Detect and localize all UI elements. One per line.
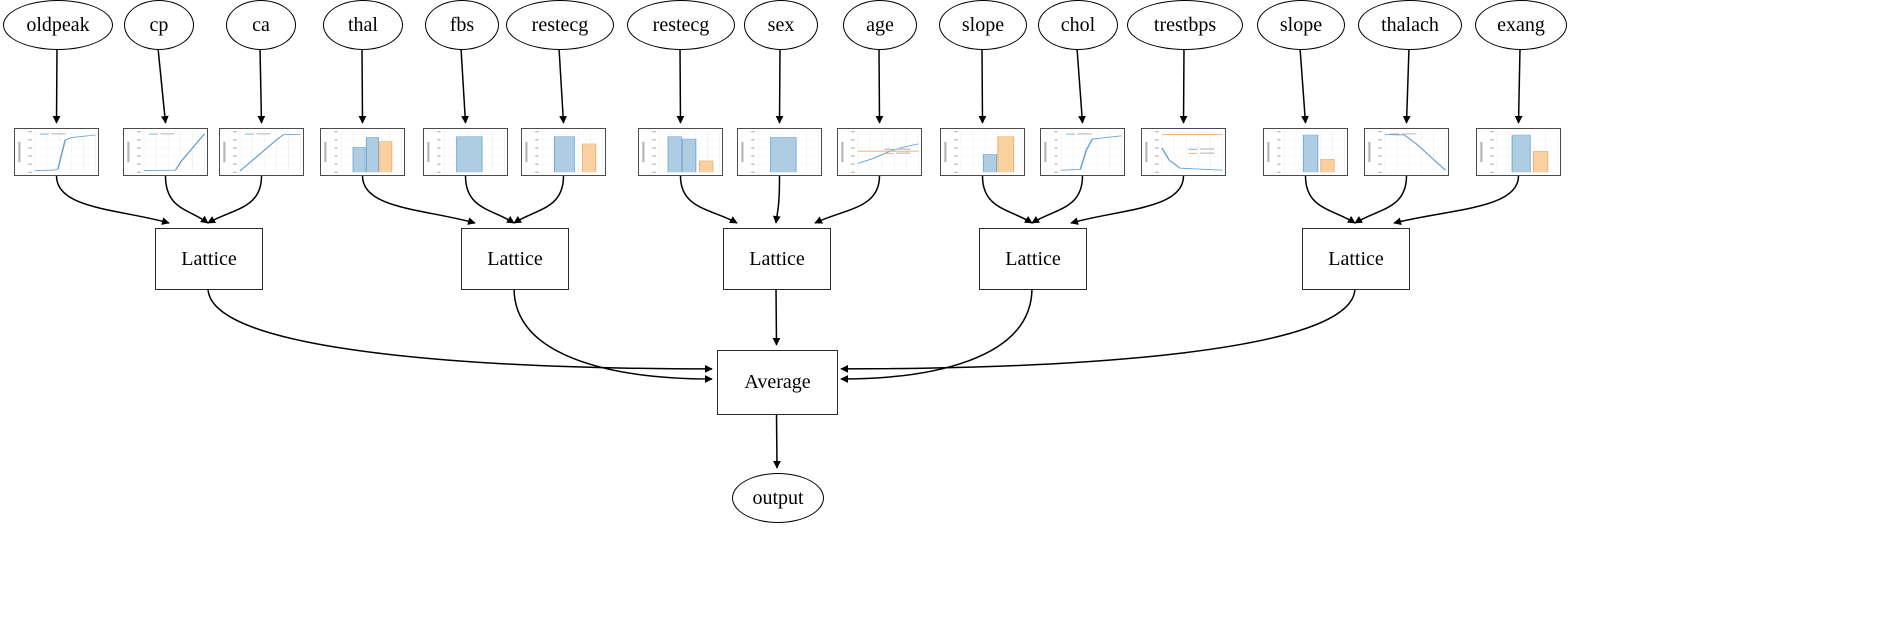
average-node-label: Average [744,371,811,393]
edge-oldpeak-to-plot-oldpeak [52,47,61,124]
feature-node-label: ca [252,13,270,36]
feature-node-label: chol [1060,13,1096,36]
calibrator-plot-chol [1040,128,1125,176]
feature-node-slope1[interactable]: slope [939,0,1027,50]
feature-node-ca[interactable]: ca [226,0,296,50]
lattice-node-label: Lattice [487,247,543,270]
lattice-node-2[interactable]: Lattice [461,228,569,290]
feature-node-label: trestbps [1153,13,1217,36]
edge-plot-slope1-to-lattice-4 [981,175,1033,224]
calibrator-plot-ca [219,128,304,176]
lattice-node-label: Lattice [181,247,237,270]
edge-plot-exang-to-lattice-5 [1393,175,1520,226]
lattice-node-3[interactable]: Lattice [723,228,831,290]
edge-restecg2-to-plot-restecg2 [676,47,685,124]
feature-node-label: fbs [449,13,475,36]
edge-plot-trestbps-to-lattice-4 [1070,175,1185,225]
calibrator-plot-thal [320,128,405,176]
calibrator-plot-slope [940,128,1025,176]
feature-node-restecg1[interactable]: restecg [506,0,614,50]
edge-plot-slope2-to-lattice-5 [1304,175,1356,224]
edge-average-to-output [773,412,781,469]
edge-plot-restecg1-to-lattice-2 [513,175,565,224]
edge-cp-to-plot-cp [157,47,169,124]
feature-node-label: age [866,13,894,36]
edge-plot-fbs-to-lattice-2 [464,175,515,224]
edge-lattice-2-to-average [513,287,713,383]
edge-plot-restecg2-to-lattice-3 [679,175,738,224]
calibrator-plot-restecg [638,128,723,176]
edge-age-to-plot-age [875,47,884,124]
lattice-node-4[interactable]: Lattice [979,228,1087,290]
calibrator-plot-oldpeak [14,128,99,176]
feature-node-label: slope [1279,13,1323,36]
edge-restecg1-to-plot-restecg1 [558,47,567,124]
edge-lattice-4-to-average [840,287,1033,383]
calibrator-plot-slope [1263,128,1348,176]
calibrator-plot-sex [737,128,822,176]
calibrator-plot-restecg [521,128,606,176]
feature-node-label: thal [348,13,378,36]
edge-sex-to-plot-sex [775,47,784,124]
output-node-label: output [752,486,804,509]
calibrator-plot-trestbps [1141,128,1226,176]
output-node[interactable]: output [732,473,824,523]
edge-slope1-to-plot-slope1 [978,47,987,124]
feature-node-cp[interactable]: cp [124,0,194,50]
feature-node-label: thalach [1381,13,1439,36]
feature-node-exang[interactable]: exang [1475,0,1567,50]
edge-trestbps-to-plot-trestbps [1179,47,1188,124]
edge-exang-to-plot-exang [1514,47,1523,124]
edge-slope2-to-plot-slope2 [1299,47,1309,124]
edge-plot-sex-to-lattice-3 [772,175,781,224]
calibrator-plot-age [837,128,922,176]
edge-ca-to-plot-ca [257,47,266,124]
lattice-node-5[interactable]: Lattice [1302,228,1410,290]
feature-node-chol[interactable]: chol [1038,0,1118,50]
edge-thalach-to-plot-thalach [1402,47,1411,124]
feature-node-label: sex [767,13,795,36]
feature-node-thal[interactable]: thal [323,0,403,50]
feature-node-fbs[interactable]: fbs [425,0,499,50]
feature-node-restecg2[interactable]: restecg [627,0,735,50]
lattice-node-label: Lattice [1005,247,1061,270]
feature-node-thalach[interactable]: thalach [1358,0,1462,50]
edge-chol-to-plot-chol [1076,47,1086,124]
feature-node-oldpeak[interactable]: oldpeak [3,0,113,50]
edge-lattice-3-to-average [772,287,781,346]
feature-node-label: restecg [652,13,710,36]
edge-plot-ca-to-lattice-1 [207,175,263,224]
edge-plot-chol-to-lattice-4 [1031,175,1084,224]
edge-thal-to-plot-thal [358,47,367,124]
edge-plot-thalach-to-lattice-5 [1354,175,1408,224]
lattice-node-label: Lattice [749,247,805,270]
feature-node-sex[interactable]: sex [744,0,818,50]
feature-node-age[interactable]: age [843,0,917,50]
edge-fbs-to-plot-fbs [460,47,469,124]
calibrator-plot-cp [123,128,208,176]
feature-node-trestbps[interactable]: trestbps [1127,0,1243,50]
edge-plot-thal-to-lattice-2 [361,175,476,225]
lattice-node-1[interactable]: Lattice [155,228,263,290]
feature-node-label: exang [1497,13,1545,36]
lattice-node-label: Lattice [1328,247,1384,270]
edge-lattice-5-to-average [840,287,1356,373]
feature-node-label: oldpeak [26,13,90,36]
feature-node-label: cp [149,13,169,36]
feature-node-label: slope [961,13,1005,36]
feature-node-slope2[interactable]: slope [1257,0,1345,50]
edge-plot-oldpeak-to-lattice-1 [55,175,170,225]
edge-plot-cp-to-lattice-1 [164,175,209,224]
average-node[interactable]: Average [717,350,838,415]
calibrator-plot-exang [1476,128,1561,176]
calibrator-plot-thalach [1364,128,1449,176]
edge-lattice-1-to-average [207,287,713,373]
calibrator-plot-fbs [423,128,508,176]
feature-node-label: restecg [531,13,589,36]
edge-plot-age-to-lattice-3 [814,175,881,224]
